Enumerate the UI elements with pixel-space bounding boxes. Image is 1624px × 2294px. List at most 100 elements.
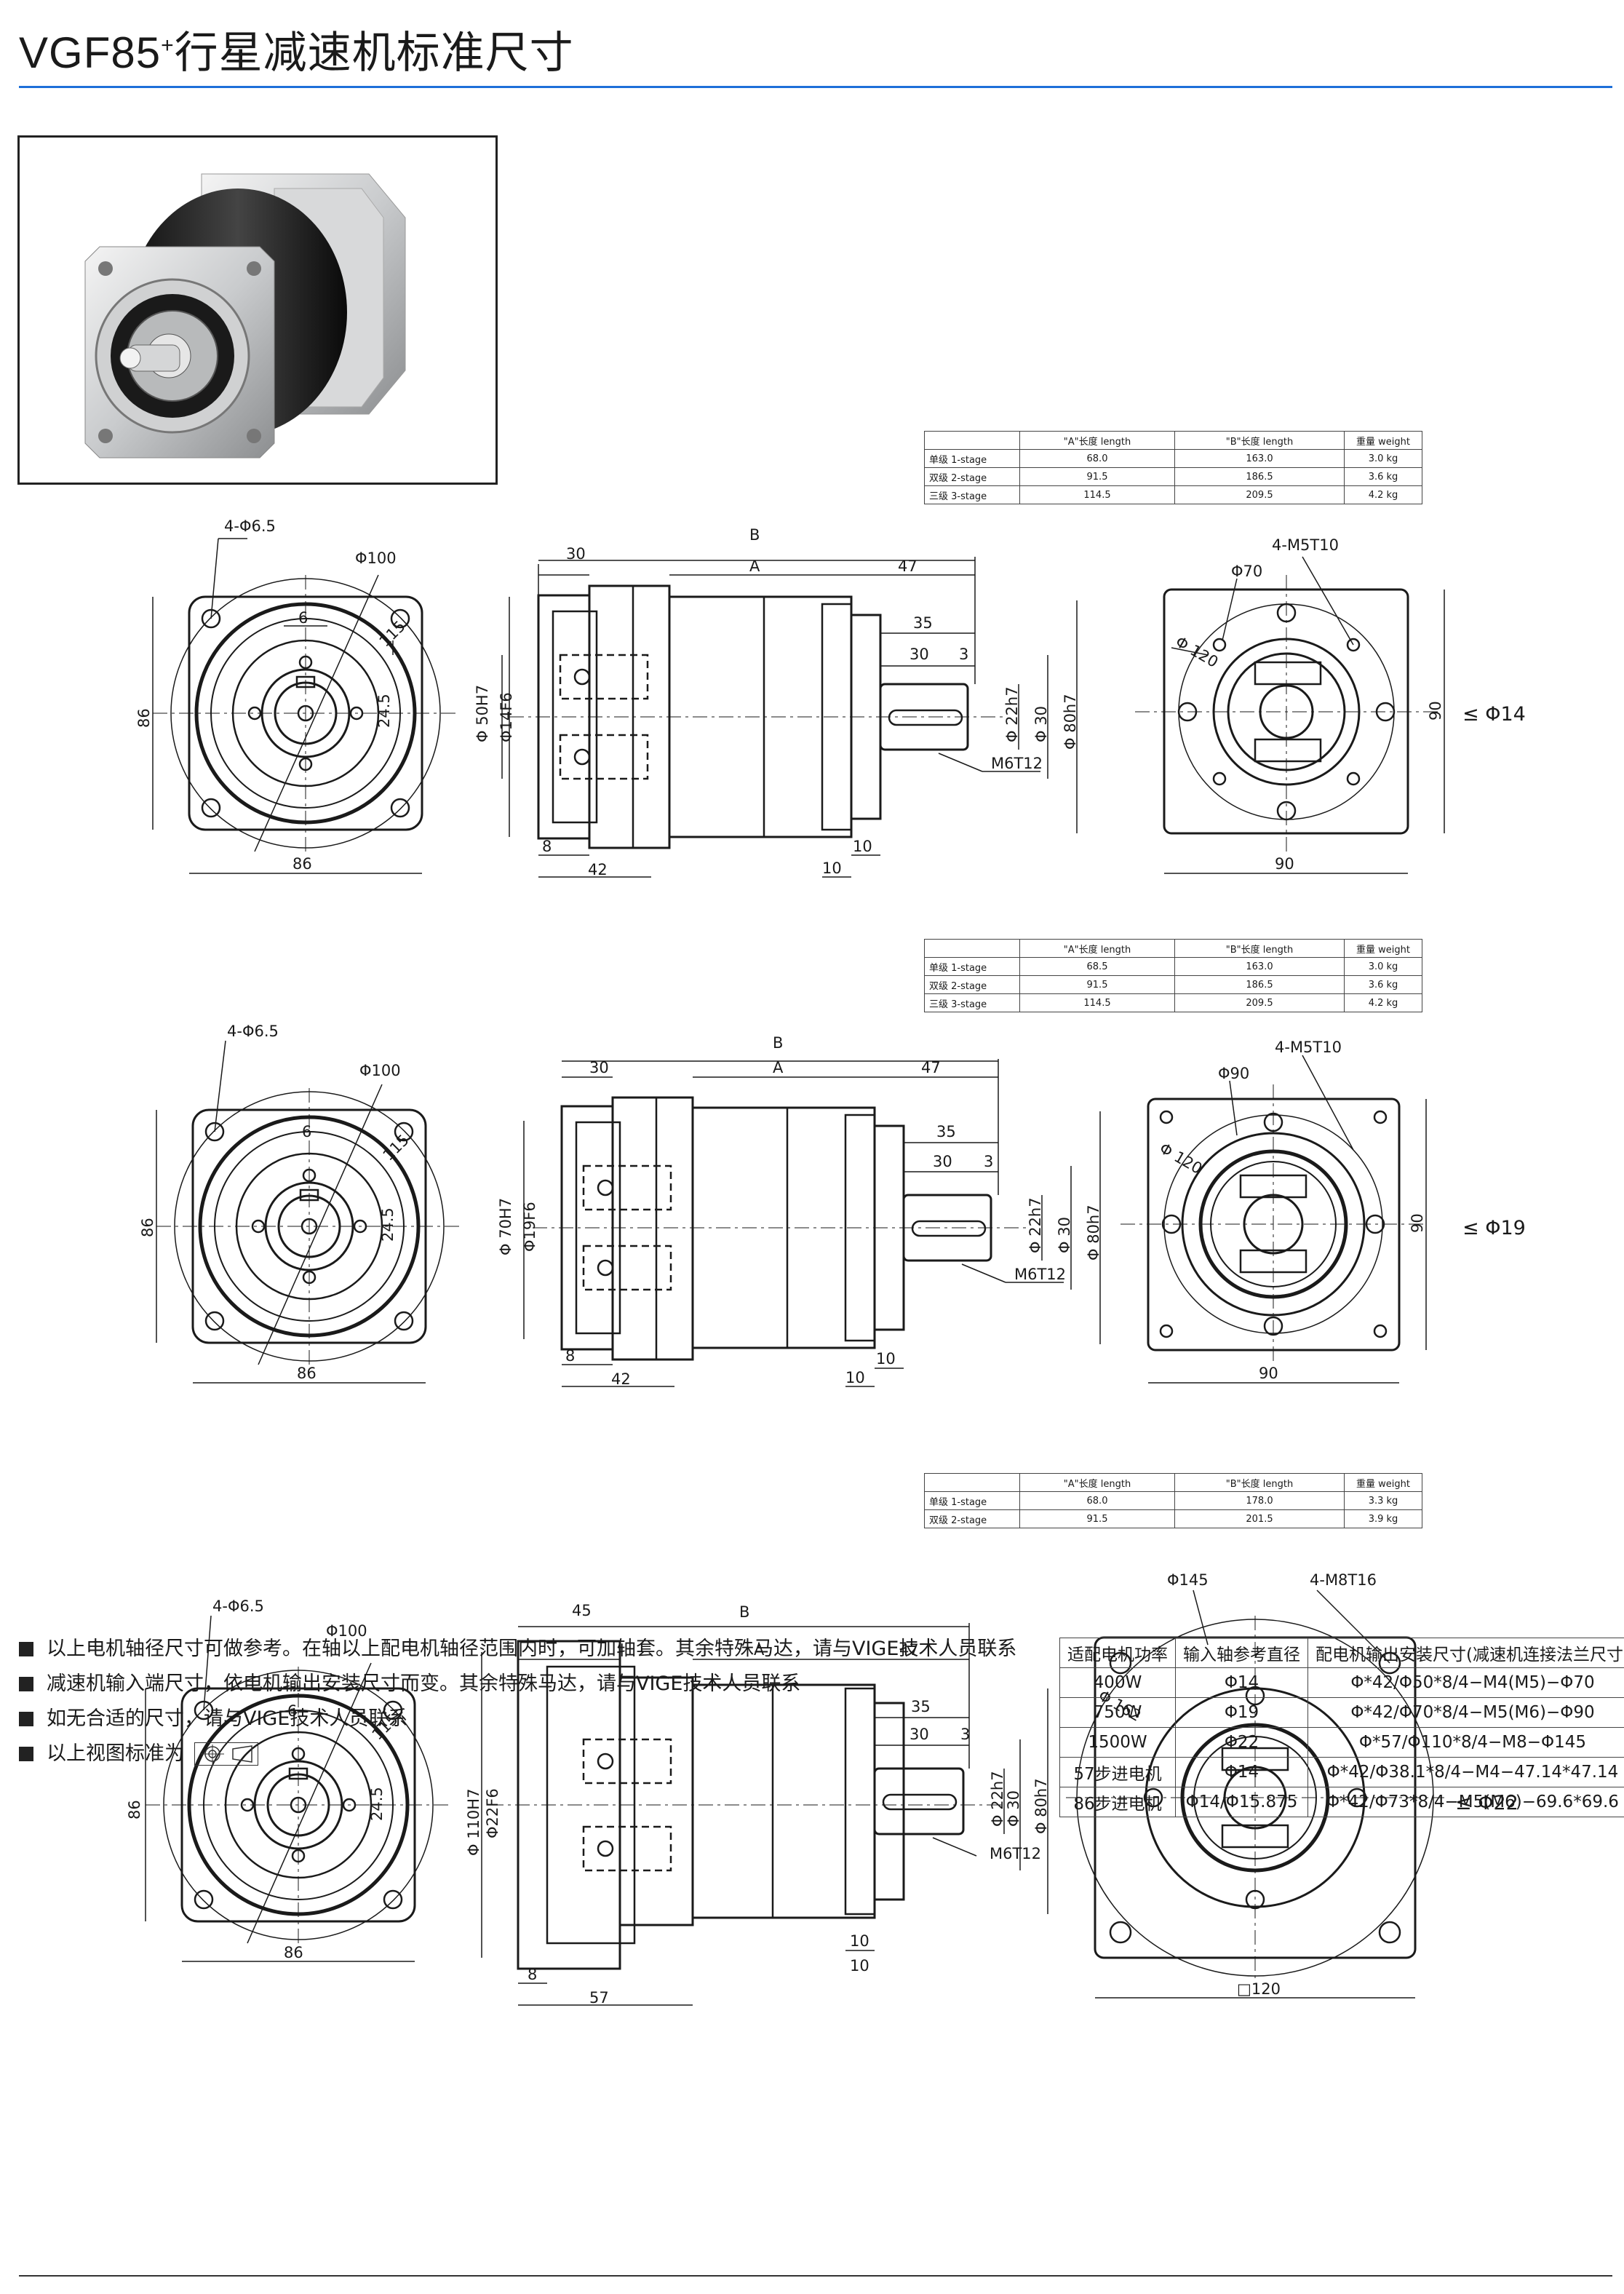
- page-title: VGF85+行星减速机标准尺寸: [19, 28, 574, 77]
- side-shaft-label: Φ 22h7: [989, 1771, 1006, 1827]
- bullet-icon: [19, 1642, 33, 1656]
- front-key-label: 6: [287, 1702, 297, 1720]
- front-pcd-label: Φ100: [326, 1622, 367, 1640]
- bullet-icon: [19, 1747, 33, 1761]
- rear-pcd-label: Φ 120: [1173, 633, 1222, 671]
- front-chamfer-label: 115: [380, 1131, 413, 1164]
- front-key-label: 6: [302, 1123, 311, 1140]
- rear-width-label: □120: [1237, 1980, 1281, 1998]
- side-a-label: A: [749, 557, 760, 575]
- rear-tap-label: 4-M8T16: [1310, 1571, 1377, 1589]
- side-l8-label: 8: [542, 838, 552, 855]
- side-a-label: A: [773, 1059, 784, 1076]
- side-l42-label: 42: [588, 861, 608, 878]
- side-l47-label: 47: [898, 557, 918, 575]
- side-l35-label: 35: [936, 1123, 956, 1140]
- side-l8-label: 8: [565, 1347, 575, 1365]
- side-d80-label: Φ 80h7: [1085, 1204, 1102, 1261]
- front-pcd-label: Φ100: [355, 549, 397, 567]
- front-view: [152, 538, 458, 874]
- bullet-icon: [19, 1712, 33, 1726]
- front-width-label: 86: [284, 1944, 303, 1961]
- front-bore-dist-label: 24.5: [379, 1207, 397, 1242]
- side-pilot-label: Φ 50H7: [474, 685, 491, 742]
- side-d30-label: Φ 30: [1056, 1217, 1073, 1253]
- drawing-row-1: 4-Φ6.5 Φ100 6 115 24.5 86 86 B A 30 47 3…: [135, 517, 1526, 878]
- side-b-label: B: [739, 1603, 749, 1621]
- rear-height-label: 90: [1427, 701, 1444, 721]
- side-l30-label: 45: [572, 1602, 592, 1619]
- side-l35-label: 35: [911, 1698, 931, 1715]
- side-tap-label: M6T12: [990, 1845, 1041, 1862]
- front-height-label: 86: [126, 1800, 143, 1819]
- side-l8-label: 8: [528, 1966, 537, 1983]
- side-l3-label: 3: [959, 646, 968, 663]
- front-holes-label: 4-Φ6.5: [224, 517, 276, 535]
- side-l30b-label: 30: [909, 646, 929, 663]
- front-height-label: 86: [135, 708, 153, 728]
- side-l3-label: 3: [984, 1153, 993, 1170]
- rear-pilot-label: Φ145: [1167, 1571, 1209, 1589]
- front-bore-dist-label: 24.5: [375, 694, 393, 728]
- title-rule: [19, 86, 1612, 88]
- side-d80-label: Φ 80h7: [1062, 694, 1079, 750]
- side-a-label: A: [754, 1641, 765, 1659]
- rear-view: [1135, 556, 1445, 874]
- side-l30-label: 30: [566, 545, 586, 563]
- front-bore-dist-label: 24.5: [368, 1787, 386, 1821]
- side-tap-label: M6T12: [1014, 1266, 1066, 1283]
- side-l10a-label: 10: [850, 1932, 869, 1950]
- note-item: 如无合适的尺寸，请与VIGE技术人员联系: [19, 1702, 1016, 1737]
- side-l42-label: 57: [589, 1989, 609, 2007]
- side-pilot-label: Φ 110H7: [465, 1789, 482, 1856]
- rear-height-label: 90: [1409, 1213, 1426, 1233]
- note-item: 以上视图标准为: [19, 1737, 1016, 1771]
- front-key-label: 6: [298, 609, 308, 627]
- front-view: [145, 1615, 451, 1962]
- rear-max-bore-label: ≤ Φ19: [1462, 1217, 1526, 1239]
- side-l3-label: 3: [960, 1726, 970, 1743]
- front-width-label: 86: [292, 855, 312, 873]
- side-d80-label: Φ 80h7: [1032, 1778, 1050, 1834]
- side-l30-label: 30: [589, 1059, 609, 1076]
- side-l10b-label: 10: [822, 860, 842, 877]
- side-d30-label: Φ 30: [1005, 1790, 1022, 1827]
- side-l10a-label: 10: [876, 1350, 896, 1368]
- front-view: [156, 1040, 462, 1384]
- side-d30-label: Φ 30: [1032, 706, 1050, 742]
- note-item: 以上电机轴径尺寸可做参考。在轴以上配电机轴径范围内时，可加轴套。其余特殊马达，请…: [19, 1632, 1016, 1667]
- side-pilot-label: Φ 70H7: [497, 1198, 514, 1255]
- front-holes-label: 4-Φ6.5: [227, 1023, 279, 1040]
- front-width-label: 86: [297, 1365, 317, 1382]
- side-view: [523, 1059, 1101, 1387]
- bottom-rule: [19, 2275, 1612, 2277]
- side-l10a-label: 10: [853, 838, 872, 855]
- rear-view: [1121, 1055, 1427, 1384]
- table-header-row: 适配电机功率输入轴参考直径配电机输出安装尺寸(减速机连接法兰尺寸): [1059, 1638, 1624, 1668]
- side-l30b-label: 30: [909, 1726, 929, 1743]
- notes-list: 以上电机轴径尺寸可做参考。在轴以上配电机轴径范围内时，可加轴套。其余特殊马达，请…: [19, 1632, 1016, 1771]
- side-b-label: B: [749, 526, 760, 544]
- side-l10b-label: 10: [845, 1369, 865, 1386]
- drawing-row-2: 4-Φ6.5 Φ100 6 115 24.5 86 86 B A 30 47 3…: [139, 1023, 1526, 1388]
- rear-width-label: 90: [1275, 855, 1294, 873]
- rear-max-bore-label: ≤ Φ14: [1462, 703, 1526, 726]
- rear-tap-label: 4-M5T10: [1272, 536, 1339, 554]
- side-l30b-label: 30: [933, 1153, 952, 1170]
